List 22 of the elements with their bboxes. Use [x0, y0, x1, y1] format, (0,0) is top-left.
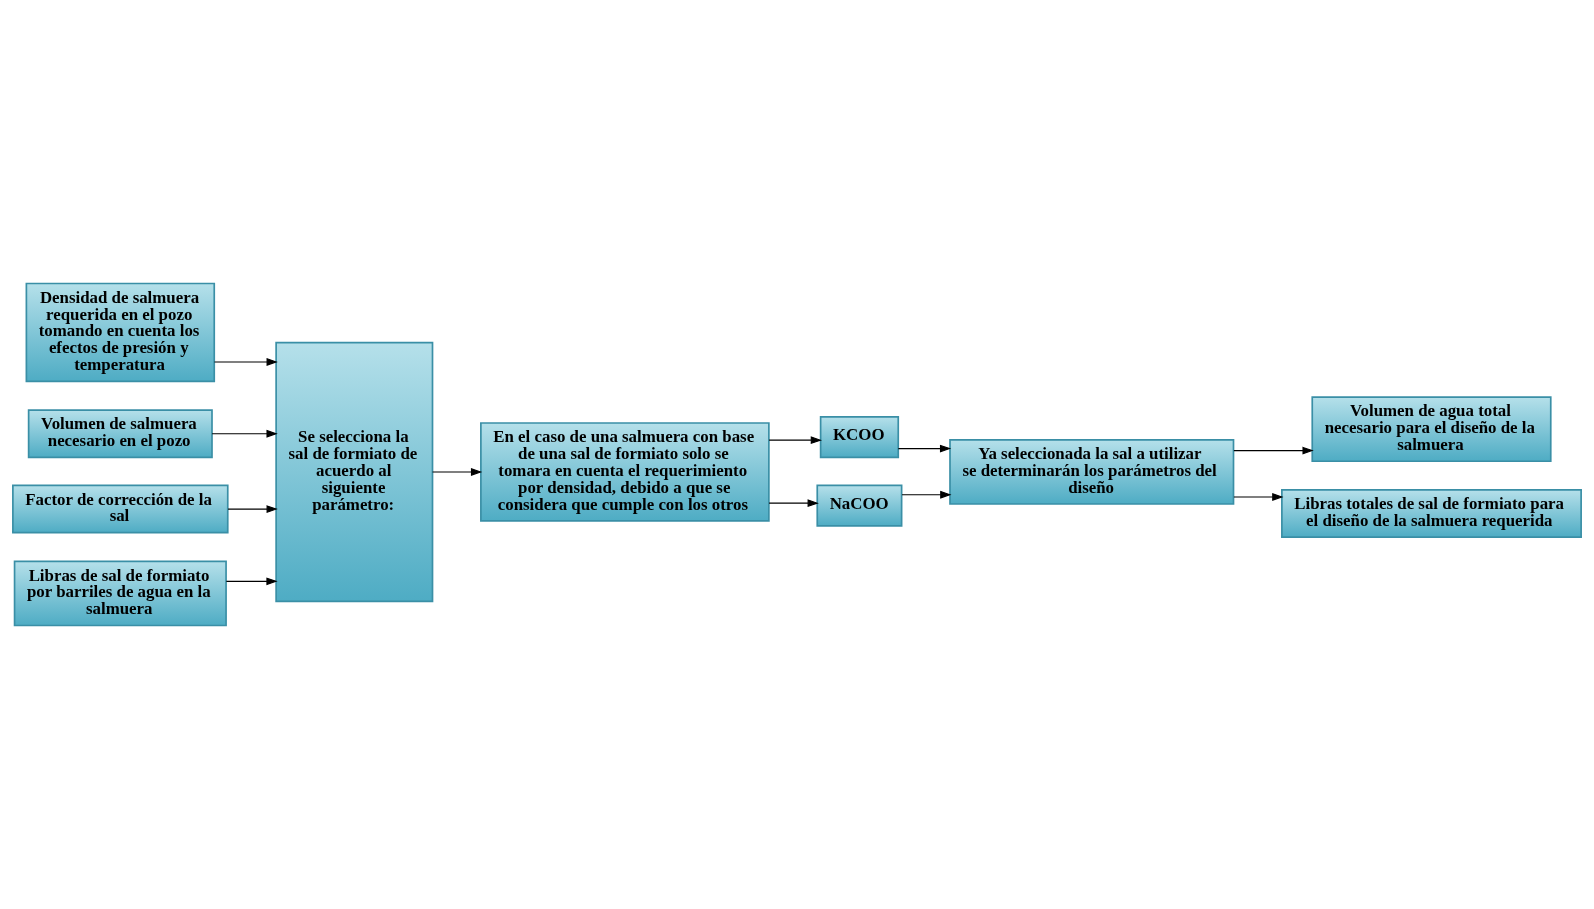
arrow [768, 436, 822, 445]
arrow [211, 429, 278, 438]
node-box: KCOO [819, 415, 900, 459]
arrow [213, 358, 278, 366]
arrow [227, 505, 278, 513]
arrow [897, 444, 952, 453]
node-box: En el caso de una salmuera con base de una sal de formiato solo se tomara en cuenta el requerimiento por densidad, debido a que se considera que cumple con los otros [480, 422, 770, 522]
node-box: Volumen de agua total necesario para el diseño de la salmuera [1311, 396, 1552, 463]
node-box: Libras totales de sal de formiato para el diseño de la salmuera requerida [1281, 489, 1582, 539]
arrow [901, 490, 952, 499]
node-box: NaCOO [816, 484, 903, 527]
node-box: Densidad de salmuera requerida en el pozo tomando en cuenta los efectos de presión y temperatura [25, 282, 216, 383]
arrow [225, 577, 278, 586]
arrow [768, 499, 819, 508]
node-box: Volumen de salmuera necesario en el pozo [27, 409, 213, 459]
arrow [1233, 446, 1314, 455]
node-box: Ya seleccionada la sal a utilizar se determinarán los parámetros del diseño [949, 439, 1235, 505]
node-box: Libras de sal de formiato por barriles de agua en la salmuera [13, 560, 227, 627]
arrow [1233, 493, 1284, 501]
arrow [432, 468, 483, 476]
node-box: Factor de corrección de la sal [12, 484, 229, 534]
node-box: Se selecciona la sal de formiato de acuerdo al siguiente parámetro: [275, 341, 434, 603]
